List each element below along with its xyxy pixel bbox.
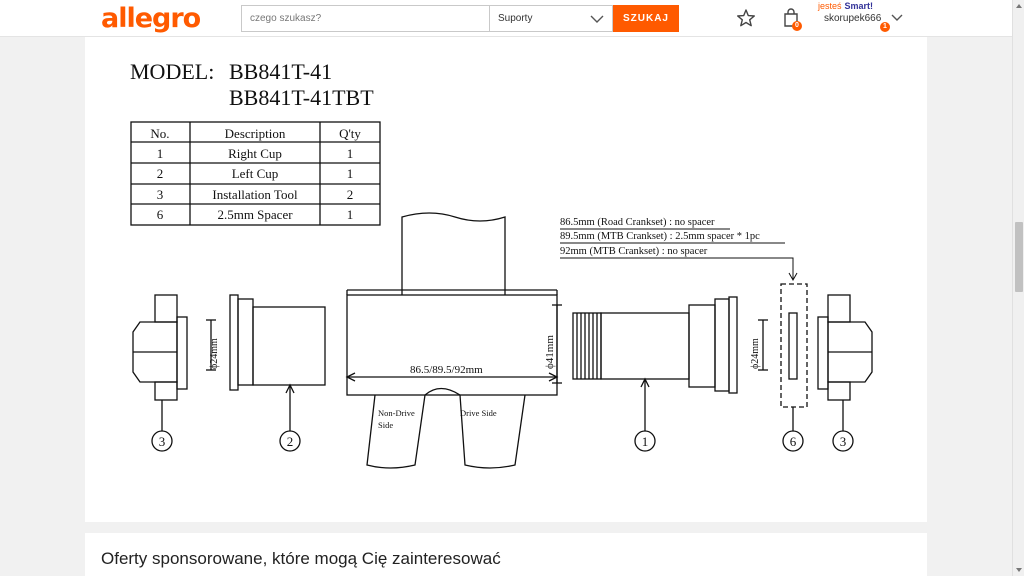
- right-cup: [572, 296, 768, 431]
- scroll-up-icon[interactable]: [1016, 4, 1022, 8]
- table-header-qty: Q'ty: [339, 126, 361, 141]
- table-cell: 2: [347, 187, 354, 202]
- svg-text:6: 6: [790, 434, 797, 449]
- non-drive-side-label: Non-Drive: [378, 408, 415, 418]
- bb-shell-frame: [345, 212, 562, 469]
- left-cup-diameter: ϕ24mm: [209, 338, 220, 369]
- left-cup: [206, 294, 326, 431]
- callout-1: 1: [634, 430, 656, 452]
- cart-button[interactable]: 0: [782, 8, 806, 32]
- spacer-note-3: 92mm (MTB Crankset) : no spacer: [560, 246, 708, 257]
- search-button[interactable]: SZUKAJ: [613, 5, 679, 32]
- svg-text:3: 3: [840, 434, 847, 449]
- callout-3-right: 3: [832, 430, 854, 452]
- right-installation-tool: [817, 294, 873, 431]
- shell-diameter-dimension: ϕ41mm: [544, 335, 556, 369]
- table-cell: 6: [157, 207, 164, 222]
- cart-count-badge: 0: [792, 21, 802, 31]
- category-select-value: Suporty: [498, 13, 533, 24]
- parts-table: [130, 121, 381, 226]
- table-cell: Right Cup: [228, 146, 282, 161]
- chevron-down-icon: [590, 15, 604, 23]
- table-cell: 2.5mm Spacer: [217, 207, 293, 222]
- spacer-note-2: 89.5mm (MTB Crankset) : 2.5mm spacer * 1…: [560, 231, 760, 242]
- search-input[interactable]: [241, 5, 489, 32]
- non-drive-side-label-2: Side: [378, 420, 393, 430]
- callout-2: 2: [279, 430, 301, 452]
- table-cell: 3: [157, 187, 164, 202]
- drive-side-label: Drive Side: [460, 408, 497, 418]
- callout-6: 6: [782, 430, 804, 452]
- notification-badge: 1: [880, 22, 890, 32]
- svg-text:1: 1: [642, 434, 649, 449]
- chevron-down-icon: [891, 14, 903, 21]
- left-installation-tool: [132, 294, 188, 431]
- table-cell: 1: [347, 146, 354, 161]
- sponsored-offers-title: Oferty sponsorowane, które mogą Cię zain…: [101, 549, 501, 568]
- table-cell: Left Cup: [232, 166, 279, 181]
- table-cell: 1: [347, 207, 354, 222]
- page-scrollbar[interactable]: [1012, 0, 1024, 576]
- width-dimension: 86.5/89.5/92mm: [410, 364, 483, 376]
- table-cell: 2: [157, 166, 164, 181]
- model-name-1: BB841T-41: [229, 59, 332, 84]
- callout-3-left: 3: [151, 430, 173, 452]
- allegro-logo[interactable]: allegro: [101, 3, 201, 34]
- sponsored-offers-section: Oferty sponsorowane, które mogą Cię zain…: [85, 533, 927, 576]
- table-cell: Installation Tool: [212, 187, 298, 202]
- table-header-no: No.: [150, 126, 169, 141]
- username: skorupek666: [824, 13, 882, 24]
- model-label: MODEL:: [130, 59, 214, 84]
- spacer: [780, 283, 808, 431]
- category-select[interactable]: Suporty: [489, 5, 613, 32]
- table-cell: 1: [347, 166, 354, 181]
- model-name-2: BB841T-41TBT: [229, 85, 374, 110]
- svg-text:3: 3: [159, 434, 166, 449]
- scroll-down-icon[interactable]: [1016, 568, 1022, 572]
- bottom-bracket-drawing: MODEL: BB841T-41 BB841T-41TBT No. Descri…: [130, 59, 873, 469]
- scroll-thumb[interactable]: [1015, 222, 1023, 292]
- table-cell: 1: [157, 146, 164, 161]
- table-header-description: Description: [225, 126, 286, 141]
- search-bar: Suporty SZUKAJ: [241, 5, 679, 32]
- right-cup-diameter: ϕ24mm: [750, 338, 761, 369]
- svg-text:2: 2: [287, 434, 294, 449]
- spacer-note-1: 86.5mm (Road Crankset) : no spacer: [560, 217, 715, 228]
- product-description: MODEL: BB841T-41 BB841T-41TBT No. Descri…: [85, 37, 927, 522]
- star-icon[interactable]: [736, 8, 756, 28]
